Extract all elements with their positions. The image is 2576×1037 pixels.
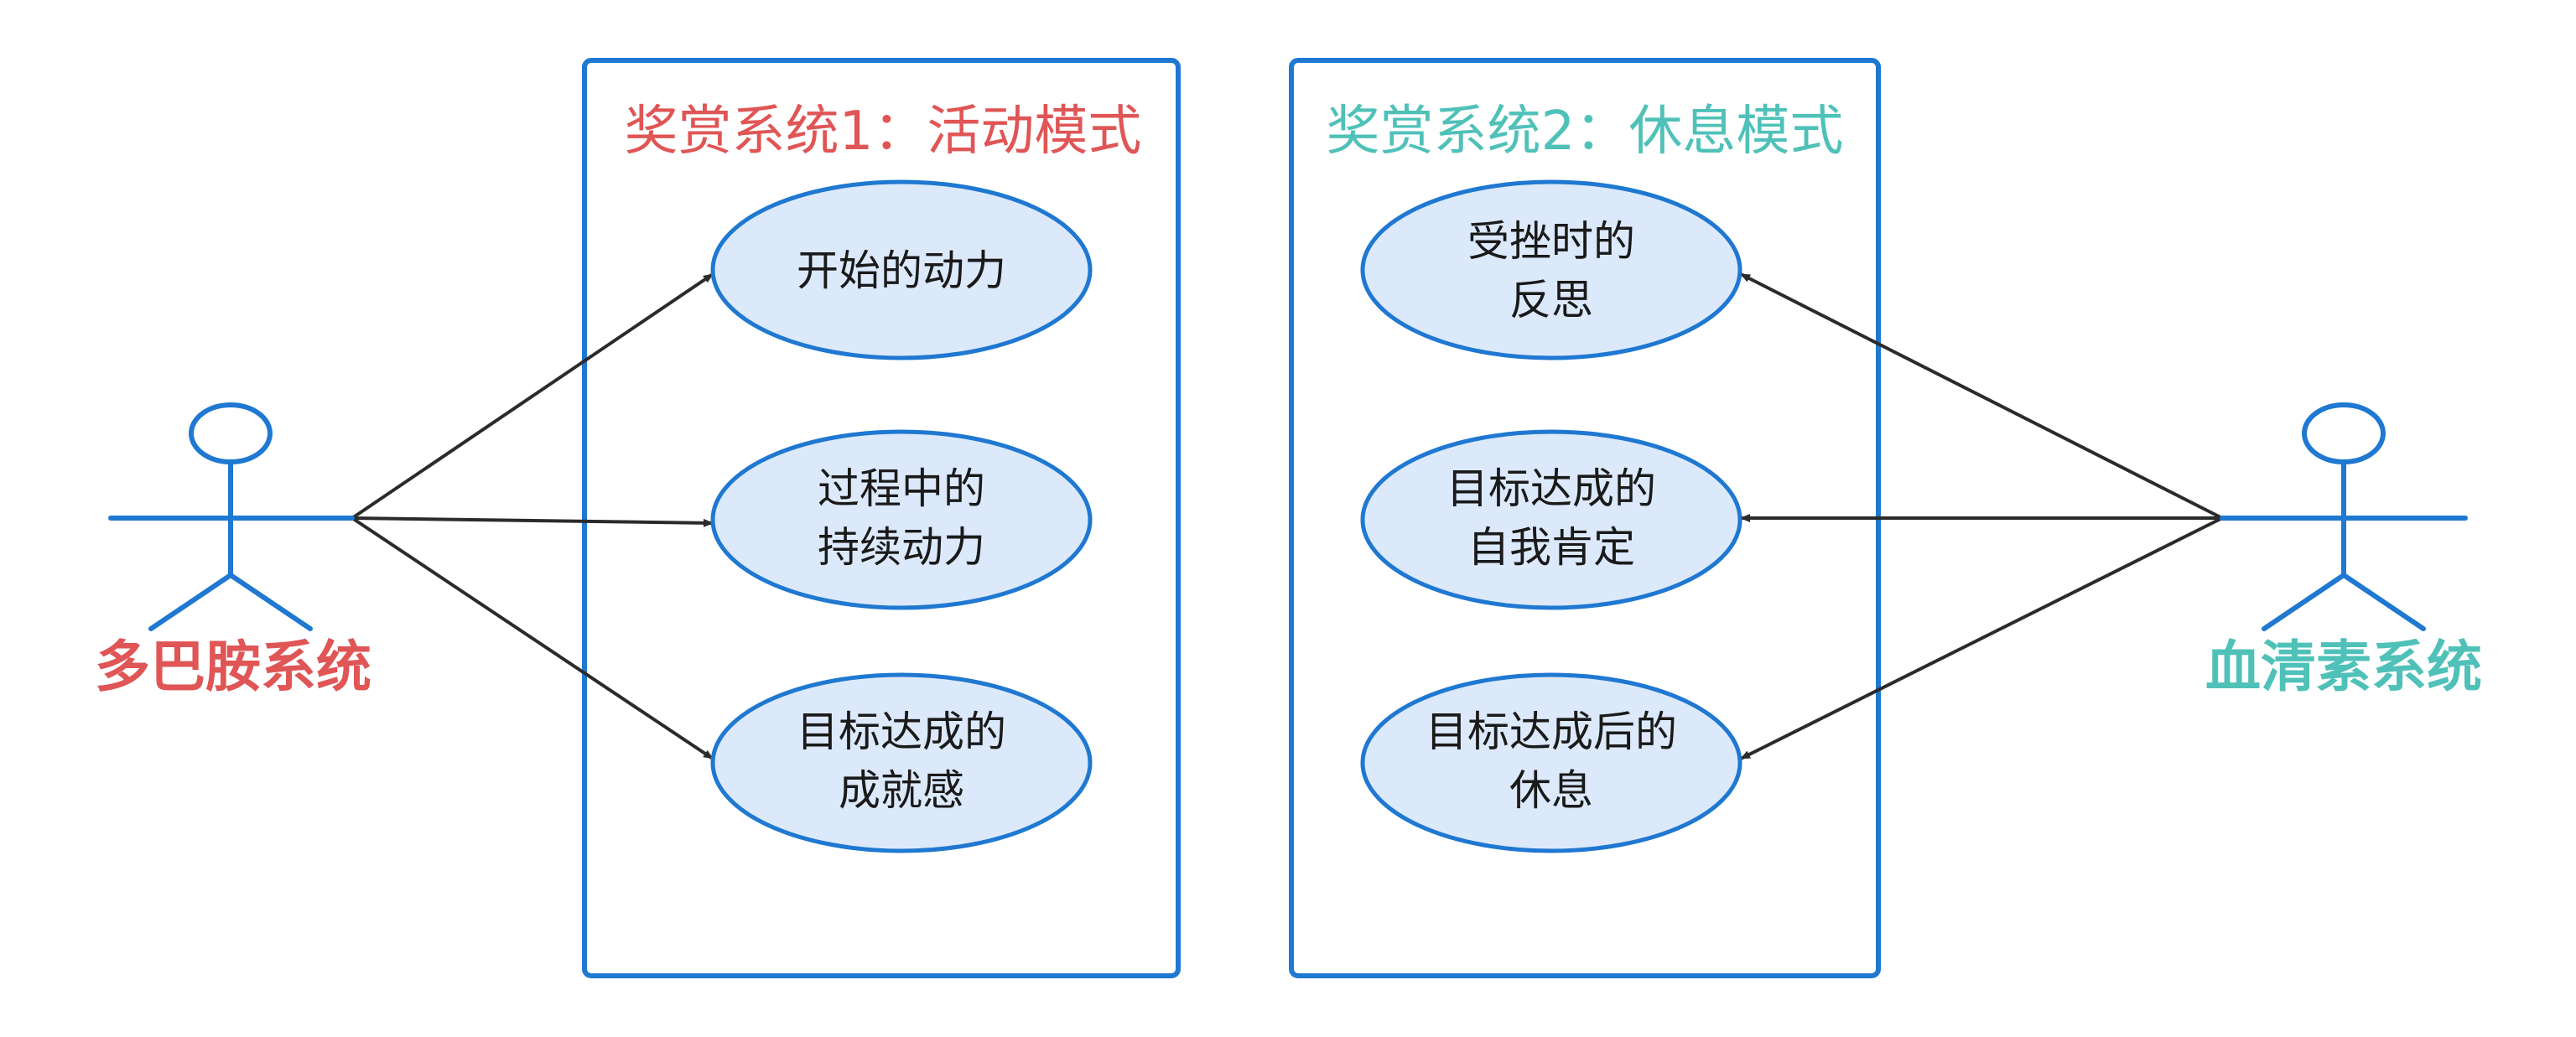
- actor-dopamine: 多巴胺系统: [95, 402, 371, 699]
- system-title-rest: 奖赏系统2：休息模式: [1327, 101, 1844, 163]
- arrow-dopamine-to-start-motivation: [351, 272, 714, 520]
- use-case-rest: 目标达成后的 休息: [1360, 672, 1742, 853]
- actor-label-serotonin: 血清素系统: [2205, 635, 2482, 699]
- stick-figure-icon: [2220, 402, 2468, 631]
- arrow-dopamine-to-sustained-motivation: [351, 516, 714, 527]
- use-case-label-line2: 自我肯定: [1467, 523, 1635, 572]
- arrow-dopamine-to-achievement: [351, 516, 714, 760]
- use-case-start-motivation: 开始的动力: [710, 179, 1093, 360]
- arrow-serotonin-to-rest: [1740, 516, 2223, 760]
- arrow-serotonin-to-reflection: [1740, 272, 2223, 520]
- use-case-label-line2: 持续动力: [818, 523, 985, 572]
- use-case-label-line2: 反思: [1509, 276, 1593, 324]
- actor-serotonin: 血清素系统: [2205, 402, 2482, 699]
- system-title-activity: 奖赏系统1：活动模式: [625, 101, 1142, 163]
- system-frame-activity: [582, 58, 1181, 978]
- use-case-reflection: 受挫时的 反思: [1360, 179, 1742, 360]
- actor-label-dopamine: 多巴胺系统: [95, 635, 371, 699]
- use-case-label-line1: 过程中的: [818, 464, 985, 513]
- use-case-self-affirmation: 目标达成的 自我肯定: [1360, 429, 1742, 610]
- stick-figure-icon: [108, 402, 355, 631]
- use-case-label-line2: 休息: [1509, 766, 1593, 815]
- use-case-label-line2: 成就感: [839, 766, 964, 815]
- use-case-label-line1: 目标达成的: [1446, 464, 1656, 513]
- use-case-sustained-motivation: 过程中的 持续动力: [710, 429, 1093, 610]
- use-case-label-line1: 受挫时的: [1467, 217, 1635, 266]
- use-case-label: 开始的动力: [797, 246, 1006, 295]
- use-case-label-line1: 目标达成的: [797, 708, 1006, 756]
- use-case-label-line1: 目标达成后的: [1426, 708, 1677, 756]
- use-case-achievement: 目标达成的 成就感: [710, 672, 1093, 853]
